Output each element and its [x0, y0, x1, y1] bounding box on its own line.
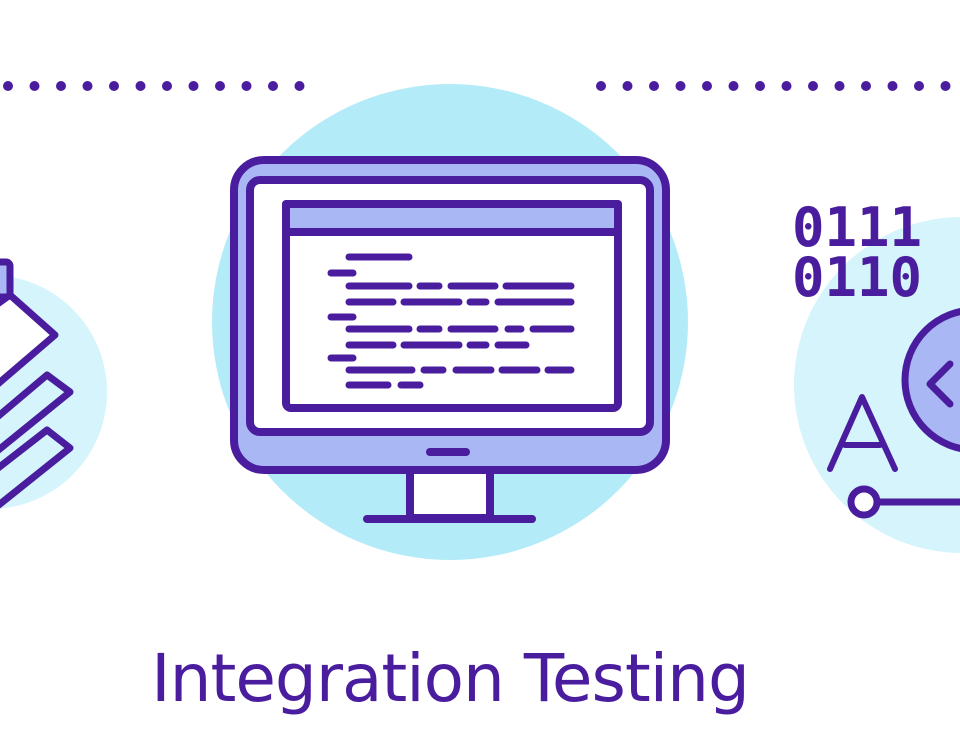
dots-left — [3, 81, 305, 91]
dots-right — [596, 81, 951, 91]
dot — [914, 81, 924, 91]
dot — [241, 81, 252, 91]
binary-line-1: 0111 — [792, 196, 922, 259]
dot — [781, 81, 792, 91]
right-circle — [794, 217, 960, 553]
letter-a-icon — [827, 394, 898, 472]
dot — [109, 81, 119, 91]
dot — [649, 81, 659, 91]
dot — [861, 81, 871, 91]
dot — [702, 81, 712, 91]
dot — [887, 81, 898, 91]
connector-node-icon — [847, 485, 960, 519]
dot — [728, 81, 739, 91]
dot — [162, 81, 172, 91]
dot — [596, 81, 606, 91]
binary-line-2: 0110 — [792, 246, 922, 309]
monitor-icon — [230, 156, 670, 523]
layers-icon — [0, 258, 74, 509]
dot — [188, 81, 199, 91]
dot — [294, 81, 305, 91]
dot — [808, 81, 818, 91]
dot — [268, 81, 278, 91]
dot — [755, 81, 765, 91]
binary-code: 0111 0110 — [792, 196, 922, 309]
dot — [215, 81, 225, 91]
code-lines — [327, 253, 575, 389]
dot — [675, 81, 686, 91]
dot — [29, 81, 40, 91]
dot — [82, 81, 93, 91]
dot — [834, 81, 845, 91]
chevron-left-icon — [926, 360, 954, 408]
dot — [622, 81, 633, 91]
dot — [135, 81, 146, 91]
dot — [940, 81, 951, 91]
page-title: Integration Testing — [151, 640, 750, 717]
dot — [56, 81, 66, 91]
dot — [3, 81, 13, 91]
